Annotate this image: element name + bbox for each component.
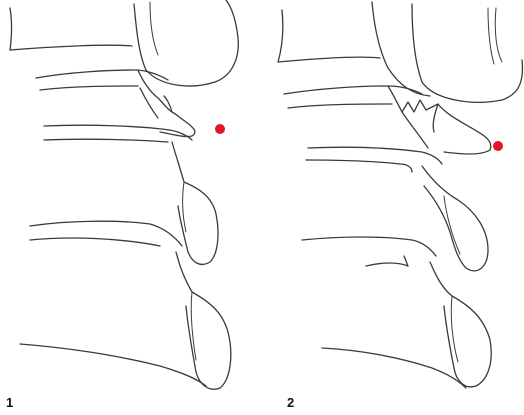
lower-posterior-element <box>176 252 231 389</box>
upper-endplate <box>284 86 422 94</box>
upper-endplate-2 <box>288 104 392 108</box>
lower-posterior-inner <box>451 296 458 362</box>
panel-1-drawing <box>0 0 262 392</box>
lower-endplate <box>20 344 206 386</box>
disc-line-1 <box>44 125 192 140</box>
facet-fracture <box>388 86 491 154</box>
lower-posterior-element <box>430 262 491 387</box>
panel-label-1: 1 <box>6 395 13 410</box>
middle-posterior-element <box>422 166 488 271</box>
middle-posterior-inner <box>444 196 460 254</box>
middle-posterior-element <box>172 142 218 264</box>
upper-endplate <box>36 70 168 80</box>
disc-line-2 <box>306 160 412 172</box>
disc-line-2 <box>44 139 168 142</box>
upper-vertebral-body <box>10 0 238 86</box>
disc-line-3 <box>302 237 436 256</box>
upper-vertebral-contour <box>488 8 502 64</box>
panel-label-2: 2 <box>287 395 294 410</box>
panel-1 <box>0 0 262 392</box>
marker-dot <box>493 141 503 151</box>
marker-dot <box>215 124 225 134</box>
facet-joint <box>138 70 195 137</box>
disc-line-4 <box>366 256 408 266</box>
lower-endplate <box>322 348 466 388</box>
disc-line-4 <box>30 238 160 246</box>
panel-2 <box>262 0 524 392</box>
disc-line-3 <box>30 221 182 246</box>
upper-vertebral-contour <box>150 2 158 55</box>
upper-endplate-2 <box>40 86 138 90</box>
panel-2-drawing <box>262 0 524 392</box>
middle-posterior-inner <box>183 182 186 232</box>
